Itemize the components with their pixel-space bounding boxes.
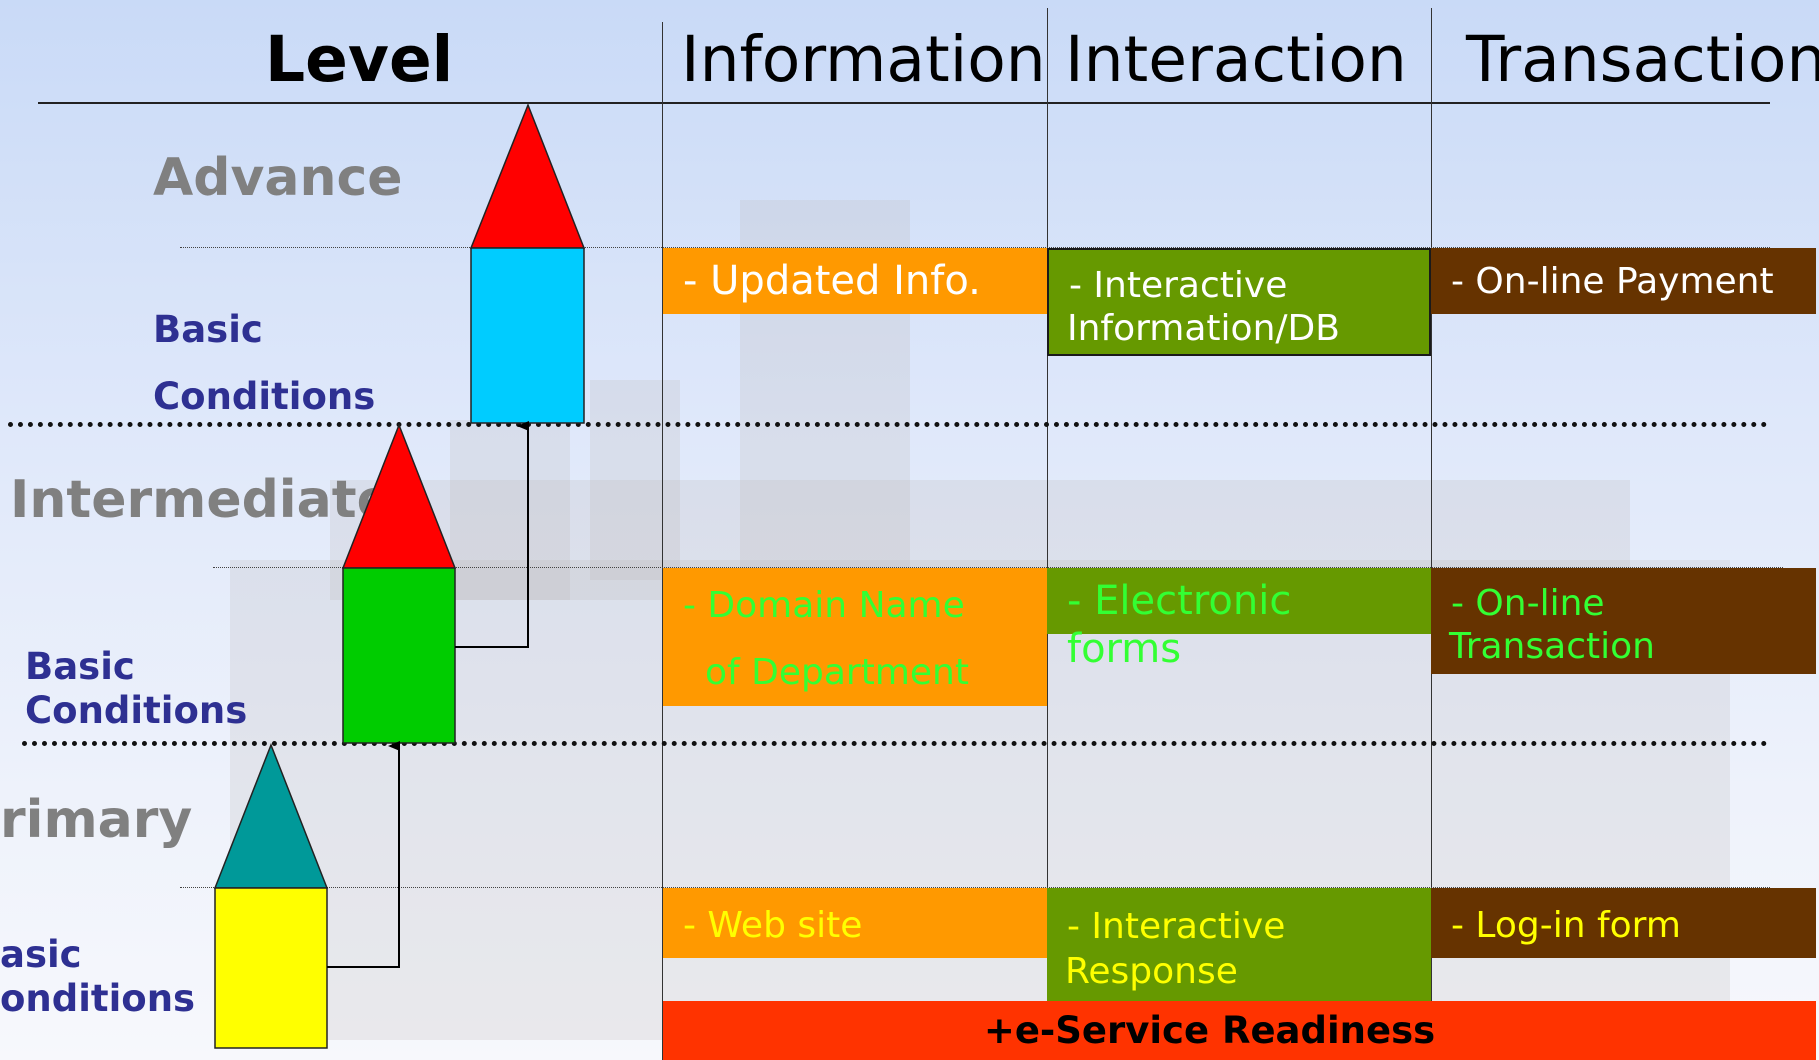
level-separator-2	[22, 741, 1768, 746]
cell-advance-interaction-line1: - Interactive	[1069, 265, 1288, 306]
advance-house-roof	[469, 102, 586, 249]
header-information: Information	[681, 23, 1046, 96]
level-separator-1	[8, 422, 1768, 427]
level-advance-label: Advance	[153, 148, 403, 208]
arrow-intermediate-to-advance	[455, 421, 529, 648]
cell-intermediate-interaction-text: - Electronic forms	[1067, 578, 1292, 672]
column-divider-2	[1047, 8, 1048, 1008]
header-interaction: Interaction	[1065, 23, 1407, 96]
primary-house-body	[214, 887, 328, 1049]
cell-advance-information: - Updated Info.	[663, 248, 1047, 314]
intermediate-house-body	[342, 567, 456, 744]
cell-advance-transaction: - On-line Payment	[1431, 248, 1816, 314]
cell-intermediate-transaction-line1: - On-line	[1451, 583, 1605, 624]
advance-house-icon	[469, 102, 586, 424]
background-spire-right	[590, 380, 680, 580]
cell-intermediate-transaction-line2: Transaction	[1449, 626, 1655, 668]
intermediate-house-icon	[341, 422, 457, 744]
primary-conditions-line2: onditions	[0, 977, 196, 1020]
cell-advance-information-text: - Updated Info.	[683, 258, 981, 304]
advance-conditions-line2: Conditions	[153, 375, 376, 418]
intermediate-house-roof	[341, 422, 457, 569]
level-intermediate-label: Intermediate	[10, 470, 392, 530]
primary-divider	[180, 887, 1770, 888]
arrow-primary-to-intermediate	[327, 741, 400, 968]
e-service-readiness-text: +e-Service Readiness	[983, 1009, 1436, 1052]
intermediate-conditions-line1: Basic	[25, 645, 135, 688]
cell-primary-interaction: - Interactive Response	[1047, 888, 1431, 1001]
header-level: Level	[265, 23, 454, 96]
cell-primary-interaction-line1: - Interactive	[1067, 906, 1286, 947]
cell-primary-information-text: - Web site	[683, 905, 863, 946]
column-divider-1	[662, 22, 663, 1060]
background-spire-left	[450, 420, 570, 600]
primary-house-icon	[213, 742, 329, 1049]
intermediate-divider	[213, 567, 1783, 568]
cell-intermediate-information: - Domain Name of Department	[663, 568, 1047, 706]
cell-primary-information: - Web site	[663, 888, 1047, 958]
intermediate-conditions-line2: Conditions	[25, 689, 248, 732]
level-primary-label: rimary	[0, 790, 193, 850]
cell-intermediate-information-line1: - Domain Name	[683, 585, 965, 626]
advance-divider	[180, 247, 1770, 248]
column-divider-3	[1431, 8, 1432, 1008]
cell-advance-interaction: - Interactive Information/DB	[1047, 248, 1431, 356]
e-service-readiness-banner: +e-Service Readiness	[663, 1001, 1816, 1060]
cell-primary-transaction: - Log-in form	[1431, 888, 1816, 958]
cell-primary-transaction-text: - Log-in form	[1451, 905, 1681, 946]
cell-primary-interaction-line2: Response	[1065, 951, 1238, 992]
cell-advance-transaction-text: - On-line Payment	[1451, 261, 1774, 302]
cell-advance-interaction-line2: Information/DB	[1067, 308, 1340, 350]
primary-conditions-line1: asic	[0, 933, 82, 976]
cell-intermediate-interaction: - Electronic forms	[1047, 568, 1431, 672]
advance-conditions-line1: Basic	[153, 308, 263, 351]
header-underline	[38, 102, 1770, 104]
cell-intermediate-transaction: - On-line Transaction	[1431, 568, 1816, 674]
cell-intermediate-information-line2: of Department	[705, 652, 969, 694]
header-transaction: Transaction	[1466, 23, 1819, 96]
advance-house-body	[470, 247, 585, 424]
primary-house-roof	[213, 742, 329, 889]
